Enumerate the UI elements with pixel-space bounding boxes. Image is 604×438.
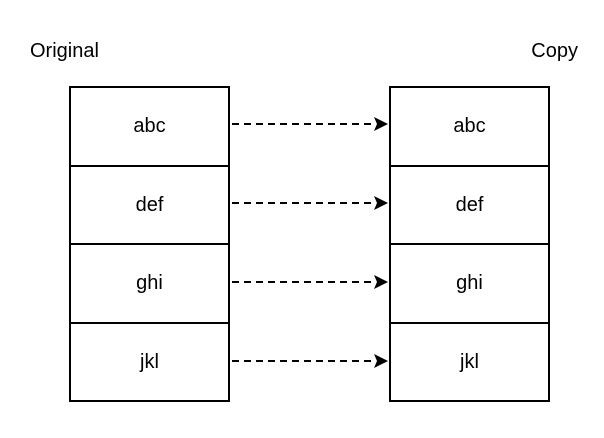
original-cell-4: jkl [140,350,159,373]
abc-copy-arrow [232,117,388,131]
ghi-copy-arrow [232,275,388,289]
copy-cell-3: ghi [391,245,548,324]
copy-table: abc def ghi jkl [389,86,550,402]
def-copy-arrow-arrowhead-icon [374,196,388,210]
jkl-copy-arrow-arrowhead-icon [374,354,388,368]
original-table: abc def ghi jkl [69,86,230,402]
def-copy-arrow [232,196,388,210]
copy-column-heading: Copy [531,40,578,62]
original-cell-2: def [71,167,228,245]
copy-cell-1: abc [391,88,548,167]
original-cell-1: abc [71,88,228,167]
original-cell-3: ghi [71,245,228,324]
copy-cell-2: def [391,167,548,245]
ghi-copy-arrow-arrowhead-icon [374,275,388,289]
abc-copy-arrow-arrowhead-icon [374,117,388,131]
original-column-heading: Original [30,40,99,62]
jkl-copy-arrow [232,354,388,368]
copy-cell-4: jkl [460,350,479,373]
